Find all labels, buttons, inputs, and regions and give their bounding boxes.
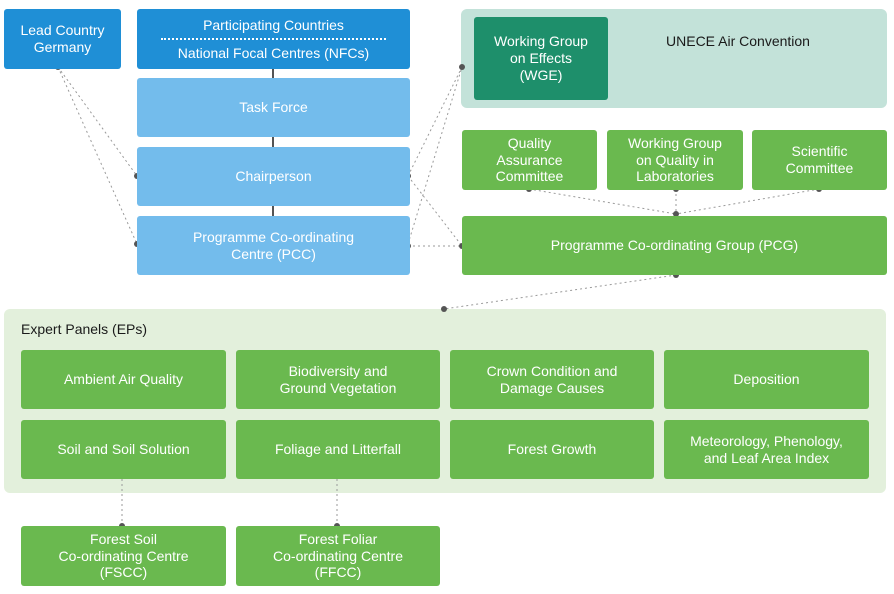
pcg-box: Programme Co-ordinating Group (PCG) [462, 216, 887, 275]
nfc-label: National Focal Centres (NFCs) [177, 44, 370, 61]
ep-label: Meteorology, Phenology, and Leaf Area In… [690, 432, 843, 466]
committee-label: Quality Assurance Committee [495, 134, 564, 185]
chairperson-label: Chairperson [235, 168, 312, 185]
ep-foliage-litterfall: Foliage and Litterfall [236, 420, 440, 479]
unece-title: UNECE Air Convention [666, 33, 810, 49]
pcc-box: Programme Co-ordinating Centre (PCC) [137, 216, 410, 275]
pcg-label: Programme Co-ordinating Group (PCG) [550, 237, 799, 254]
ep-crown-condition: Crown Condition and Damage Causes [450, 350, 654, 409]
wge-box: Working Group on Effects (WGE) [474, 17, 608, 100]
ep-label: Forest Growth [507, 441, 597, 458]
lead-country-line1: Lead Country [20, 22, 105, 39]
lead-country-line2: Germany [33, 39, 92, 55]
scientific-committee-box: Scientific Committee [752, 130, 887, 190]
ep-meteorology: Meteorology, Phenology, and Leaf Area In… [664, 420, 869, 479]
ep-ambient-air-quality: Ambient Air Quality [21, 350, 226, 409]
quality-assurance-committee-box: Quality Assurance Committee [462, 130, 597, 190]
ep-biodiversity: Biodiversity and Ground Vegetation [236, 350, 440, 409]
participating-countries-label: Participating Countries [203, 16, 344, 33]
lead-country-box: Lead Country Germany [4, 9, 121, 69]
ep-label: Foliage and Litterfall [274, 441, 402, 458]
ep-label: Soil and Soil Solution [57, 441, 190, 458]
expert-panels-title: Expert Panels (EPs) [21, 321, 148, 337]
dotted-separator [161, 37, 386, 40]
task-force-box: Task Force [137, 78, 410, 137]
ep-forest-growth: Forest Growth [450, 420, 654, 479]
ep-label: Biodiversity and Ground Vegetation [279, 362, 397, 396]
chairperson-box: Chairperson [137, 147, 410, 206]
wg-quality-laboratories-box: Working Group on Quality in Laboratories [607, 130, 743, 190]
committee-label: Scientific Committee [785, 143, 854, 176]
ep-label: Crown Condition and Damage Causes [486, 362, 618, 396]
centre-label: Forest Soil Co-ordinating Centre (FSCC) [58, 530, 189, 581]
wge-label: Working Group on Effects (WGE) [494, 33, 588, 83]
centre-label: Forest Foliar Co-ordinating Centre (FFCC… [273, 530, 403, 581]
ep-label: Deposition [733, 371, 800, 388]
ep-soil-solution: Soil and Soil Solution [21, 420, 226, 479]
ep-deposition: Deposition [664, 350, 869, 409]
task-force-label: Task Force [239, 99, 308, 116]
ep-label: Ambient Air Quality [63, 371, 184, 388]
fscc-box: Forest Soil Co-ordinating Centre (FSCC) [21, 526, 226, 586]
committee-label: Working Group on Quality in Laboratories [628, 134, 722, 185]
ffcc-box: Forest Foliar Co-ordinating Centre (FFCC… [236, 526, 440, 586]
participating-countries-box: Participating Countries National Focal C… [137, 9, 410, 69]
pcc-label: Programme Co-ordinating Centre (PCC) [192, 228, 355, 262]
